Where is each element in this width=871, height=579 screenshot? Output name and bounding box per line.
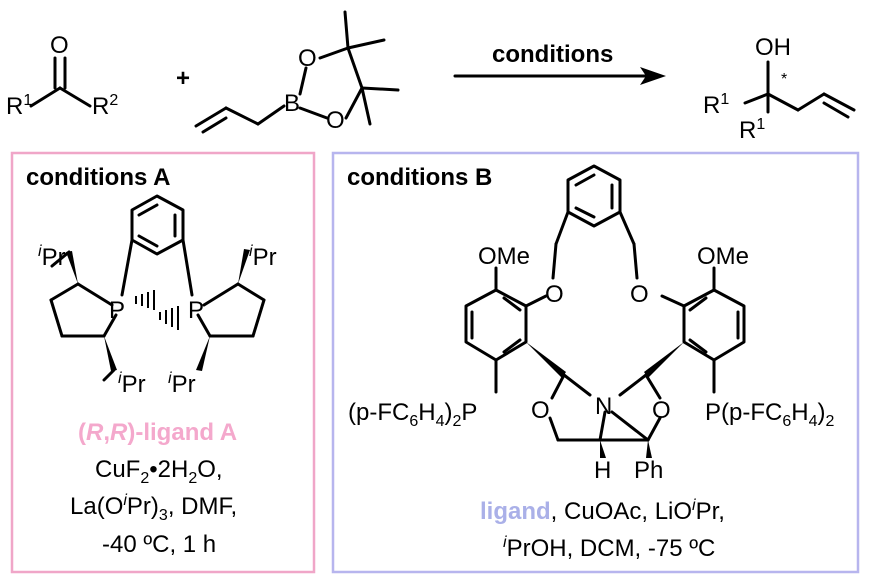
conditions-a-box: [10, 151, 316, 574]
conditions-b-box: [331, 151, 860, 574]
conditions-b-line1: ligand, CuOAc, LiOiPr,: [480, 497, 725, 525]
ketone-structure: O R1 R2: [6, 32, 118, 120]
ligand-a-p-right: P: [188, 297, 204, 324]
boronate-oxygen-bottom: O: [326, 107, 345, 134]
ligand-a-ipr-bottomright: iPr: [168, 370, 196, 398]
ketone-r1: R1: [6, 92, 32, 120]
ring-n: N: [595, 393, 612, 420]
ligand-a-label: (R,R)-ligand A: [78, 419, 237, 446]
conditions-a-line1: CuF2•2H2O,: [95, 456, 223, 487]
ligand-a-ipr-topleft: iPr: [38, 243, 66, 271]
ketone-r2: R2: [92, 92, 118, 120]
ketone-oxygen: O: [50, 32, 69, 59]
ligand-a-ipr-topright: iPr: [249, 243, 277, 271]
phenyl-label: Ph: [634, 457, 663, 484]
product-r1-left: R1: [703, 91, 729, 119]
allyl-boronate-structure: B O O: [194, 10, 400, 134]
ligand-a-ipr-bottomleft: iPr: [118, 370, 146, 398]
conditions-a-title: conditions A: [26, 164, 170, 191]
ligand-a-structure: P P iPr iPr iPr iPr: [38, 194, 277, 398]
ether-o-left: O: [545, 281, 564, 308]
phosphine-left: (p-FC6H4)2P: [348, 399, 477, 430]
ether-o-right: O: [630, 281, 649, 308]
ome-left: OMe: [478, 243, 530, 270]
conditions-b-title: conditions B: [347, 164, 492, 191]
ring-o-left: O: [531, 397, 550, 424]
ligand-b-structure: OMe OMe O O O O N H Ph (p-FC6H4)2P P(p-F…: [348, 164, 835, 484]
bridge-h: H: [594, 457, 611, 484]
stereocenter-star: *: [781, 71, 787, 88]
product-r1-bottom: R1: [739, 116, 765, 144]
ome-right: OMe: [697, 243, 749, 270]
conditions-a-line3: -40 ºC, 1 h: [102, 531, 216, 558]
conditions-b-line2: iPrOH, DCM, -75 ºC: [503, 534, 715, 562]
ligand-a-p-left: P: [109, 297, 125, 324]
phosphine-right: P(p-FC6H4)2: [705, 399, 835, 430]
arrow-label: conditions: [492, 41, 613, 68]
reaction-arrow: conditions: [453, 41, 666, 85]
boronate-oxygen-top: O: [298, 45, 317, 72]
plus-sign: +: [176, 65, 190, 92]
conditions-a-line2: La(OiPr)3, DMF,: [70, 492, 237, 524]
product-structure: OH * R1 R1: [703, 34, 856, 144]
product-oh: OH: [755, 34, 791, 61]
ring-o-right: O: [652, 397, 671, 424]
boron-atom: B: [284, 90, 300, 117]
